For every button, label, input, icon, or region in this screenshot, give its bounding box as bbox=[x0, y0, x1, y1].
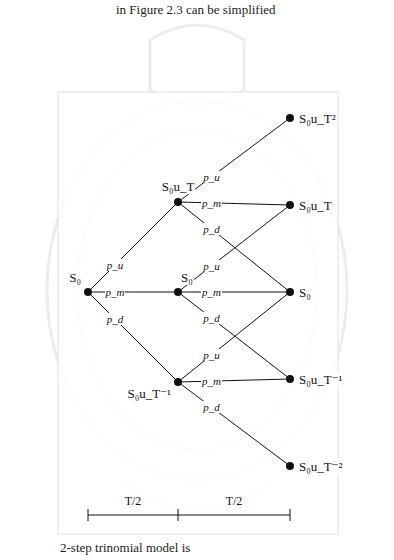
body-text-fragment: in Figure 2.3 can be simplified bbox=[116, 2, 276, 18]
tree-branch bbox=[181, 205, 287, 290]
node-label: S₀u_T bbox=[161, 179, 196, 194]
probability-label: p_d bbox=[202, 223, 221, 235]
probability-label: p_u bbox=[106, 259, 125, 271]
tree-node: S₀u_T⁻¹ bbox=[286, 375, 294, 383]
node-label: S₀u_T⁻¹ bbox=[127, 386, 172, 401]
tree-node: S₀u_T⁻¹ bbox=[174, 378, 182, 386]
tree-branch bbox=[182, 202, 286, 205]
probability-label: p_m bbox=[201, 197, 222, 209]
interval-label: T/2 bbox=[226, 494, 243, 509]
probability-label: p_d bbox=[202, 401, 221, 413]
tree-node: S₀u_T² bbox=[286, 114, 294, 122]
probability-label: p_u bbox=[202, 171, 221, 183]
probability-label: p_u bbox=[202, 349, 221, 361]
node-label: S₀ bbox=[68, 270, 82, 285]
tree-branch bbox=[91, 295, 175, 379]
node-label: S₀u_T bbox=[298, 198, 333, 213]
interval-label: T/2 bbox=[125, 494, 142, 509]
tree-branch bbox=[181, 384, 287, 463]
node-label: S₀ bbox=[298, 285, 312, 300]
tree-branch bbox=[182, 292, 286, 293]
tree-branch bbox=[181, 120, 287, 199]
node-label: S₀ bbox=[180, 270, 194, 285]
node-label: S₀u_T² bbox=[298, 111, 337, 126]
figure-frame bbox=[58, 92, 338, 534]
tree-node: S₀ bbox=[174, 288, 182, 296]
tree-node: S₀ bbox=[286, 288, 294, 296]
body-text-fragment: 2-step trinomial model is bbox=[60, 540, 190, 556]
tree-branch bbox=[181, 295, 287, 380]
tree-node: S₀u_T bbox=[286, 201, 294, 209]
time-axis bbox=[88, 509, 290, 521]
tree-branch bbox=[182, 379, 286, 382]
probability-label: p_d bbox=[202, 312, 221, 324]
probability-label: p_m bbox=[201, 286, 222, 298]
tree-node: S₀u_T bbox=[174, 198, 182, 206]
tree-node: S₀ bbox=[84, 288, 92, 296]
tree-branch bbox=[91, 205, 175, 289]
probability-label: p_m bbox=[201, 375, 222, 387]
node-label: S₀u_T⁻² bbox=[298, 459, 343, 474]
tree-node: S₀u_T⁻² bbox=[286, 462, 294, 470]
probability-label: p_d bbox=[106, 313, 125, 325]
probability-label: p_m bbox=[105, 286, 126, 298]
probability-label: p_u bbox=[202, 260, 221, 272]
node-label: S₀u_T⁻¹ bbox=[298, 372, 343, 387]
tree-branch bbox=[181, 207, 287, 289]
